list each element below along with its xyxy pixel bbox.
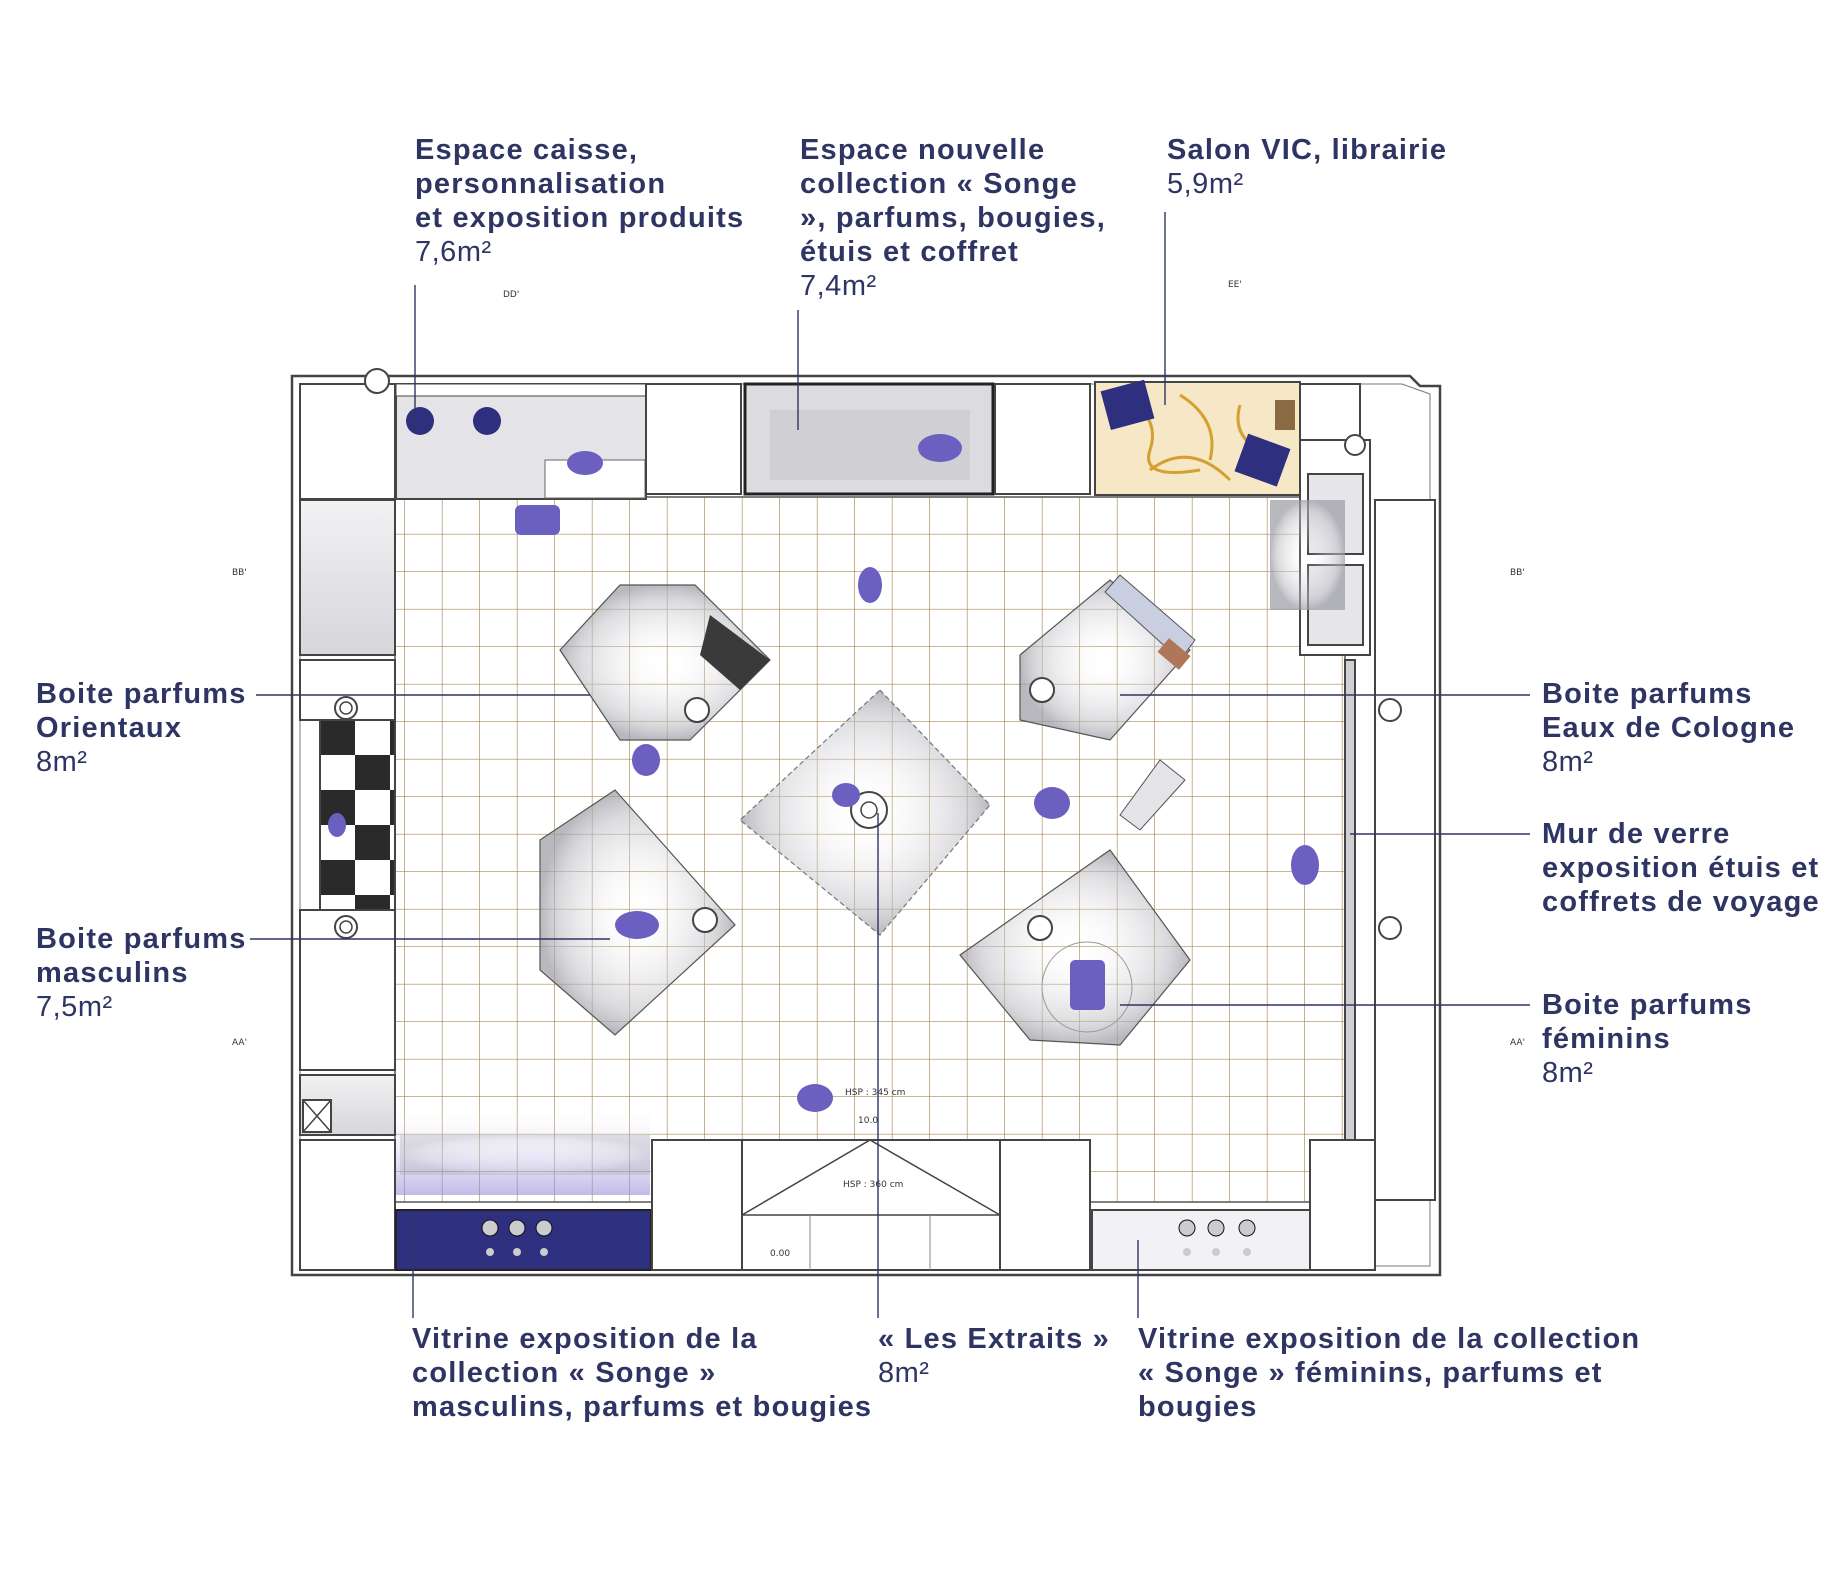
- label-nouvelle-collection-area: 7,4m²: [800, 270, 877, 302]
- label-salon-vic-title: Salon VIC, librairie: [1167, 134, 1448, 166]
- label-boite-cologne-area: 8m²: [1542, 746, 1594, 778]
- label-boite-cologne-title: Boite parfums Eaux de Cologne: [1542, 678, 1796, 744]
- label-boite-masculins-title: Boite parfums masculins: [36, 923, 247, 989]
- section-mark-aa-left: AA': [232, 1038, 247, 1048]
- section-mark-aa-right: AA': [1510, 1038, 1525, 1048]
- label-vitrine-masculins-title: Vitrine exposition de la collection « So…: [412, 1323, 873, 1423]
- label-mur-de-verre: Mur de verre exposition étuis et coffret…: [1542, 817, 1820, 919]
- label-les-extraits-title: « Les Extraits »: [878, 1323, 1110, 1355]
- label-espace-caisse: Espace caisse, personnalisation et expos…: [415, 133, 744, 269]
- height-note-2: HSP : 360 cm: [843, 1180, 903, 1190]
- label-boite-masculins: Boite parfums masculins 7,5m²: [36, 922, 247, 1024]
- label-boite-orientaux: Boite parfums Orientaux 8m²: [36, 677, 247, 779]
- section-mark-bb-right: BB': [1510, 568, 1525, 578]
- label-boite-feminins-area: 8m²: [1542, 1057, 1594, 1089]
- label-nouvelle-collection: Espace nouvelle collection « Songe », pa…: [800, 133, 1106, 303]
- section-mark-bb-left: BB': [232, 568, 247, 578]
- height-note-1: HSP : 345 cm: [845, 1088, 905, 1098]
- island-feminins: [959, 849, 1191, 1046]
- island-orientaux: [559, 584, 771, 741]
- label-vitrine-feminins: Vitrine exposition de la collection « So…: [1138, 1322, 1640, 1424]
- label-salon-vic: Salon VIC, librairie 5,9m²: [1167, 133, 1447, 201]
- label-boite-feminins-title: Boite parfums féminins: [1542, 989, 1753, 1055]
- label-nouvelle-collection-title: Espace nouvelle collection « Songe », pa…: [800, 134, 1106, 268]
- label-boite-cologne: Boite parfums Eaux de Cologne 8m²: [1542, 677, 1795, 779]
- leader-lines: [250, 212, 1530, 1318]
- section-mark-ee: EE': [1228, 280, 1242, 290]
- label-vitrine-masculins: Vitrine exposition de la collection « So…: [412, 1322, 872, 1424]
- label-vitrine-feminins-title: Vitrine exposition de la collection « So…: [1138, 1323, 1641, 1423]
- vitrine-masculins: [395, 1209, 652, 1271]
- island-cologne: [1019, 574, 1196, 831]
- label-boite-feminins: Boite parfums féminins 8m²: [1542, 988, 1753, 1090]
- label-les-extraits: « Les Extraits » 8m²: [878, 1322, 1110, 1390]
- label-mur-de-verre-title: Mur de verre exposition étuis et coffret…: [1542, 818, 1820, 918]
- room-espace-caisse: [395, 383, 647, 500]
- vitrine-feminins: [1091, 1209, 1311, 1271]
- label-les-extraits-area: 8m²: [878, 1357, 930, 1389]
- label-boite-orientaux-area: 8m²: [36, 746, 88, 778]
- label-espace-caisse-area: 7,6m²: [415, 236, 492, 268]
- level-mark-1: 10.0: [858, 1116, 878, 1126]
- people-figures: [328, 434, 1319, 1112]
- label-salon-vic-area: 5,9m²: [1167, 168, 1244, 200]
- section-mark-dd: DD': [503, 290, 519, 300]
- label-boite-orientaux-title: Boite parfums Orientaux: [36, 678, 247, 744]
- level-mark-2: 0.00: [770, 1249, 790, 1259]
- label-boite-masculins-area: 7,5m²: [36, 991, 113, 1023]
- label-espace-caisse-title: Espace caisse, personnalisation et expos…: [415, 134, 745, 234]
- right-display-column: [1299, 439, 1436, 1201]
- room-salon-vic: [1094, 379, 1301, 496]
- entrance: [741, 1139, 1001, 1271]
